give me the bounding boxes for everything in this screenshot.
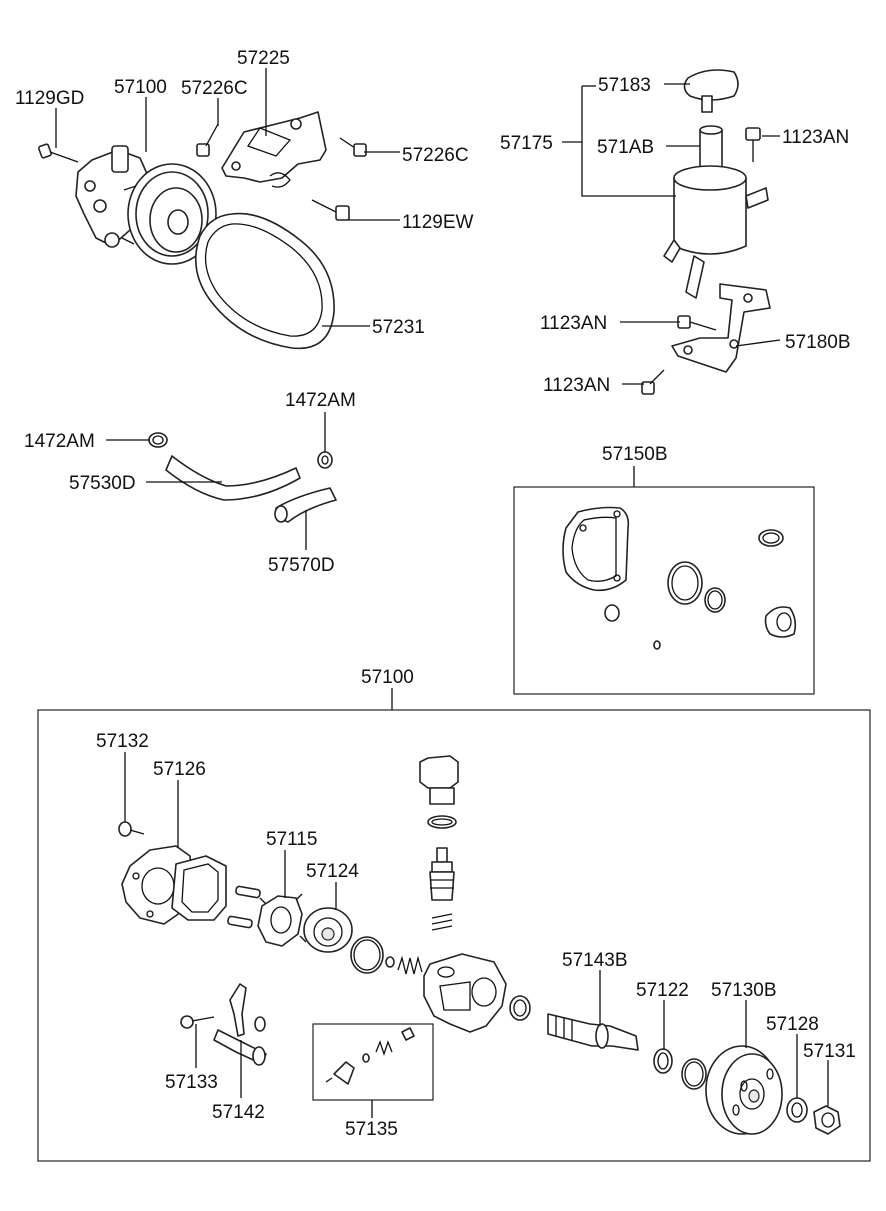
label-1472am-right: 1472AM <box>285 390 356 411</box>
bolt-1129gd-part <box>38 143 79 163</box>
gasket-kit-box <box>513 486 815 695</box>
exploded-pump-group <box>37 709 871 1162</box>
shaft-57143b-part <box>547 1013 639 1051</box>
label-57226c-left: 57226C <box>181 78 248 99</box>
oil-seal-part <box>509 995 531 1021</box>
relief-valve-box <box>312 1023 434 1101</box>
o-ring-part <box>350 936 395 974</box>
relief-valve-57135-part <box>325 1027 415 1085</box>
label-1123an-bottom: 1123AN <box>543 375 610 396</box>
bolt-57226c-left-part <box>196 123 219 157</box>
washer-57128-part <box>786 1097 808 1123</box>
label-57124: 57124 <box>306 861 359 882</box>
label-57128: 57128 <box>766 1014 819 1035</box>
bolt-57132-part <box>118 821 145 837</box>
label-1123an-top: 1123AN <box>782 127 849 148</box>
drive-belt-57231-part <box>194 212 335 350</box>
bracket-57225-part <box>221 111 327 188</box>
label-57150b: 57150B <box>602 444 668 465</box>
front-housing-part <box>423 953 507 1033</box>
label-57122: 57122 <box>636 980 689 1001</box>
label-571ab: 571AB <box>597 137 654 158</box>
leader-lines <box>55 68 829 1118</box>
label-57133: 57133 <box>165 1072 218 1093</box>
label-57530d: 57530D <box>69 473 136 494</box>
washer-57122-part <box>653 1048 673 1074</box>
nut-57131-part <box>813 1105 841 1135</box>
hose-57530d-part <box>165 455 301 501</box>
label-57175: 57175 <box>500 133 553 154</box>
label-57180b: 57180B <box>785 332 851 353</box>
dowel-pins-part <box>227 885 261 929</box>
side-plate-57124-part <box>303 907 353 953</box>
bolt-1123an-bottom-part <box>641 369 665 395</box>
reservoir-body-571ab-part <box>663 125 769 299</box>
label-57131: 57131 <box>803 1041 856 1062</box>
label-57100-box: 57100 <box>361 667 414 688</box>
part-labels: 1129GD 57100 57226C 57225 57226C 1129EW … <box>15 48 856 1140</box>
label-57135: 57135 <box>345 1119 398 1140</box>
snap-ring-part <box>681 1058 707 1090</box>
bracket-57180b-part <box>671 283 771 373</box>
suction-pipe-57142-part <box>213 983 267 1066</box>
label-57231: 57231 <box>372 317 425 338</box>
spring-part <box>397 955 423 975</box>
label-57126: 57126 <box>153 759 206 780</box>
gasket-kit-group <box>513 486 815 695</box>
hoses-group <box>148 432 337 523</box>
pump-assembly-group <box>38 111 367 350</box>
bolt-57133-part <box>180 1015 215 1029</box>
label-57130b: 57130B <box>711 980 777 1001</box>
flow-control-fitting-part <box>419 755 459 931</box>
label-57570d: 57570D <box>268 555 335 576</box>
label-1129ew: 1129EW <box>402 212 474 233</box>
label-1123an-mid: 1123AN <box>540 313 607 334</box>
clamp-1472am-left-part <box>148 432 168 448</box>
reservoir-group <box>641 69 771 395</box>
label-57115: 57115 <box>266 829 317 850</box>
label-57142: 57142 <box>212 1102 265 1123</box>
label-1472am-left: 1472AM <box>24 431 95 452</box>
bolt-1129ew-part <box>311 199 350 221</box>
label-57100-top: 57100 <box>114 77 167 98</box>
label-57143b: 57143B <box>562 950 628 971</box>
pulley-57130b-part <box>705 1045 783 1135</box>
label-1129gd: 1129GD <box>15 88 84 109</box>
label-57225: 57225 <box>237 48 290 69</box>
rear-cover-57126-part <box>121 845 227 925</box>
reservoir-cap-57183-part <box>683 69 739 113</box>
bolt-57226c-right-part <box>339 137 367 157</box>
exploded-pump-box <box>37 709 871 1162</box>
label-57132: 57132 <box>96 731 149 752</box>
cam-ring-57115-part <box>257 893 307 947</box>
bolt-1123an-mid-part <box>677 315 717 331</box>
bolt-1123an-top-part <box>745 127 761 162</box>
pump-pulley-part <box>121 163 217 265</box>
clamp-1472am-right-part <box>317 451 333 469</box>
label-57226c-right: 57226C <box>402 145 469 166</box>
label-57183: 57183 <box>598 75 651 96</box>
hose-57570d-part <box>274 487 337 523</box>
